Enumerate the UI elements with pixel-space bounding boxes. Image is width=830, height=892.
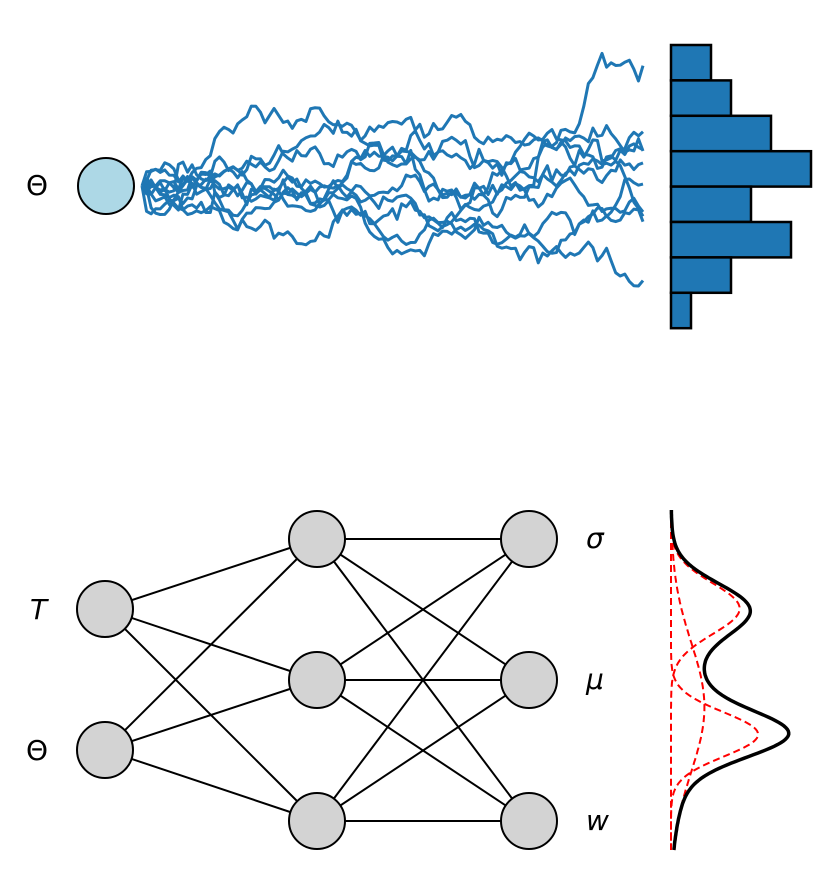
- histogram-bar: [669, 43, 713, 82]
- mixture-component-curve: [670, 510, 706, 851]
- mixture-component-curve: [670, 509, 741, 850]
- hidden-node: [288, 792, 346, 850]
- mixture-density: [669, 509, 791, 851]
- output-label-sigma: σ: [586, 522, 605, 555]
- network-edge: [104, 679, 318, 751]
- histogram-bar: [669, 79, 733, 118]
- output-node: [500, 510, 558, 568]
- theta-label-top: Θ: [26, 169, 48, 202]
- random-walk-path: [140, 128, 644, 232]
- input-label-theta: Θ: [26, 734, 48, 767]
- network-edge: [104, 538, 318, 751]
- network-nodes: [76, 510, 558, 850]
- mixture-total-curve: [669, 510, 791, 851]
- histogram-bar: [669, 185, 753, 224]
- output-node: [500, 792, 558, 850]
- output-label-mu: μ: [585, 663, 604, 696]
- histogram-bar: [669, 114, 773, 153]
- random-walk-path: [141, 51, 645, 207]
- network-edge: [104, 749, 318, 822]
- random-walk-path: [141, 104, 644, 191]
- network-edge: [316, 538, 530, 822]
- output-node: [500, 651, 558, 709]
- input-label-T: T: [30, 593, 49, 626]
- network-edge: [104, 538, 318, 610]
- hidden-node: [288, 510, 346, 568]
- random-walk-path: [140, 177, 644, 247]
- network-edge: [316, 538, 530, 681]
- histogram-bar: [669, 256, 733, 295]
- random-walk-path: [140, 149, 645, 215]
- input-node: [76, 580, 134, 638]
- histogram-bar: [669, 149, 813, 188]
- output-label-w: w: [586, 804, 609, 837]
- mixture-component-curve: [670, 510, 760, 850]
- network-edges: [104, 538, 530, 822]
- input-node: [76, 721, 134, 779]
- random-walk-paths: [140, 51, 645, 288]
- histogram-bar: [669, 220, 793, 259]
- parameter-node: [77, 157, 135, 215]
- hidden-node: [288, 651, 346, 709]
- random-walk-path: [140, 158, 644, 233]
- network-edge: [316, 679, 530, 822]
- histogram-bar: [669, 291, 693, 330]
- histogram: [669, 43, 813, 330]
